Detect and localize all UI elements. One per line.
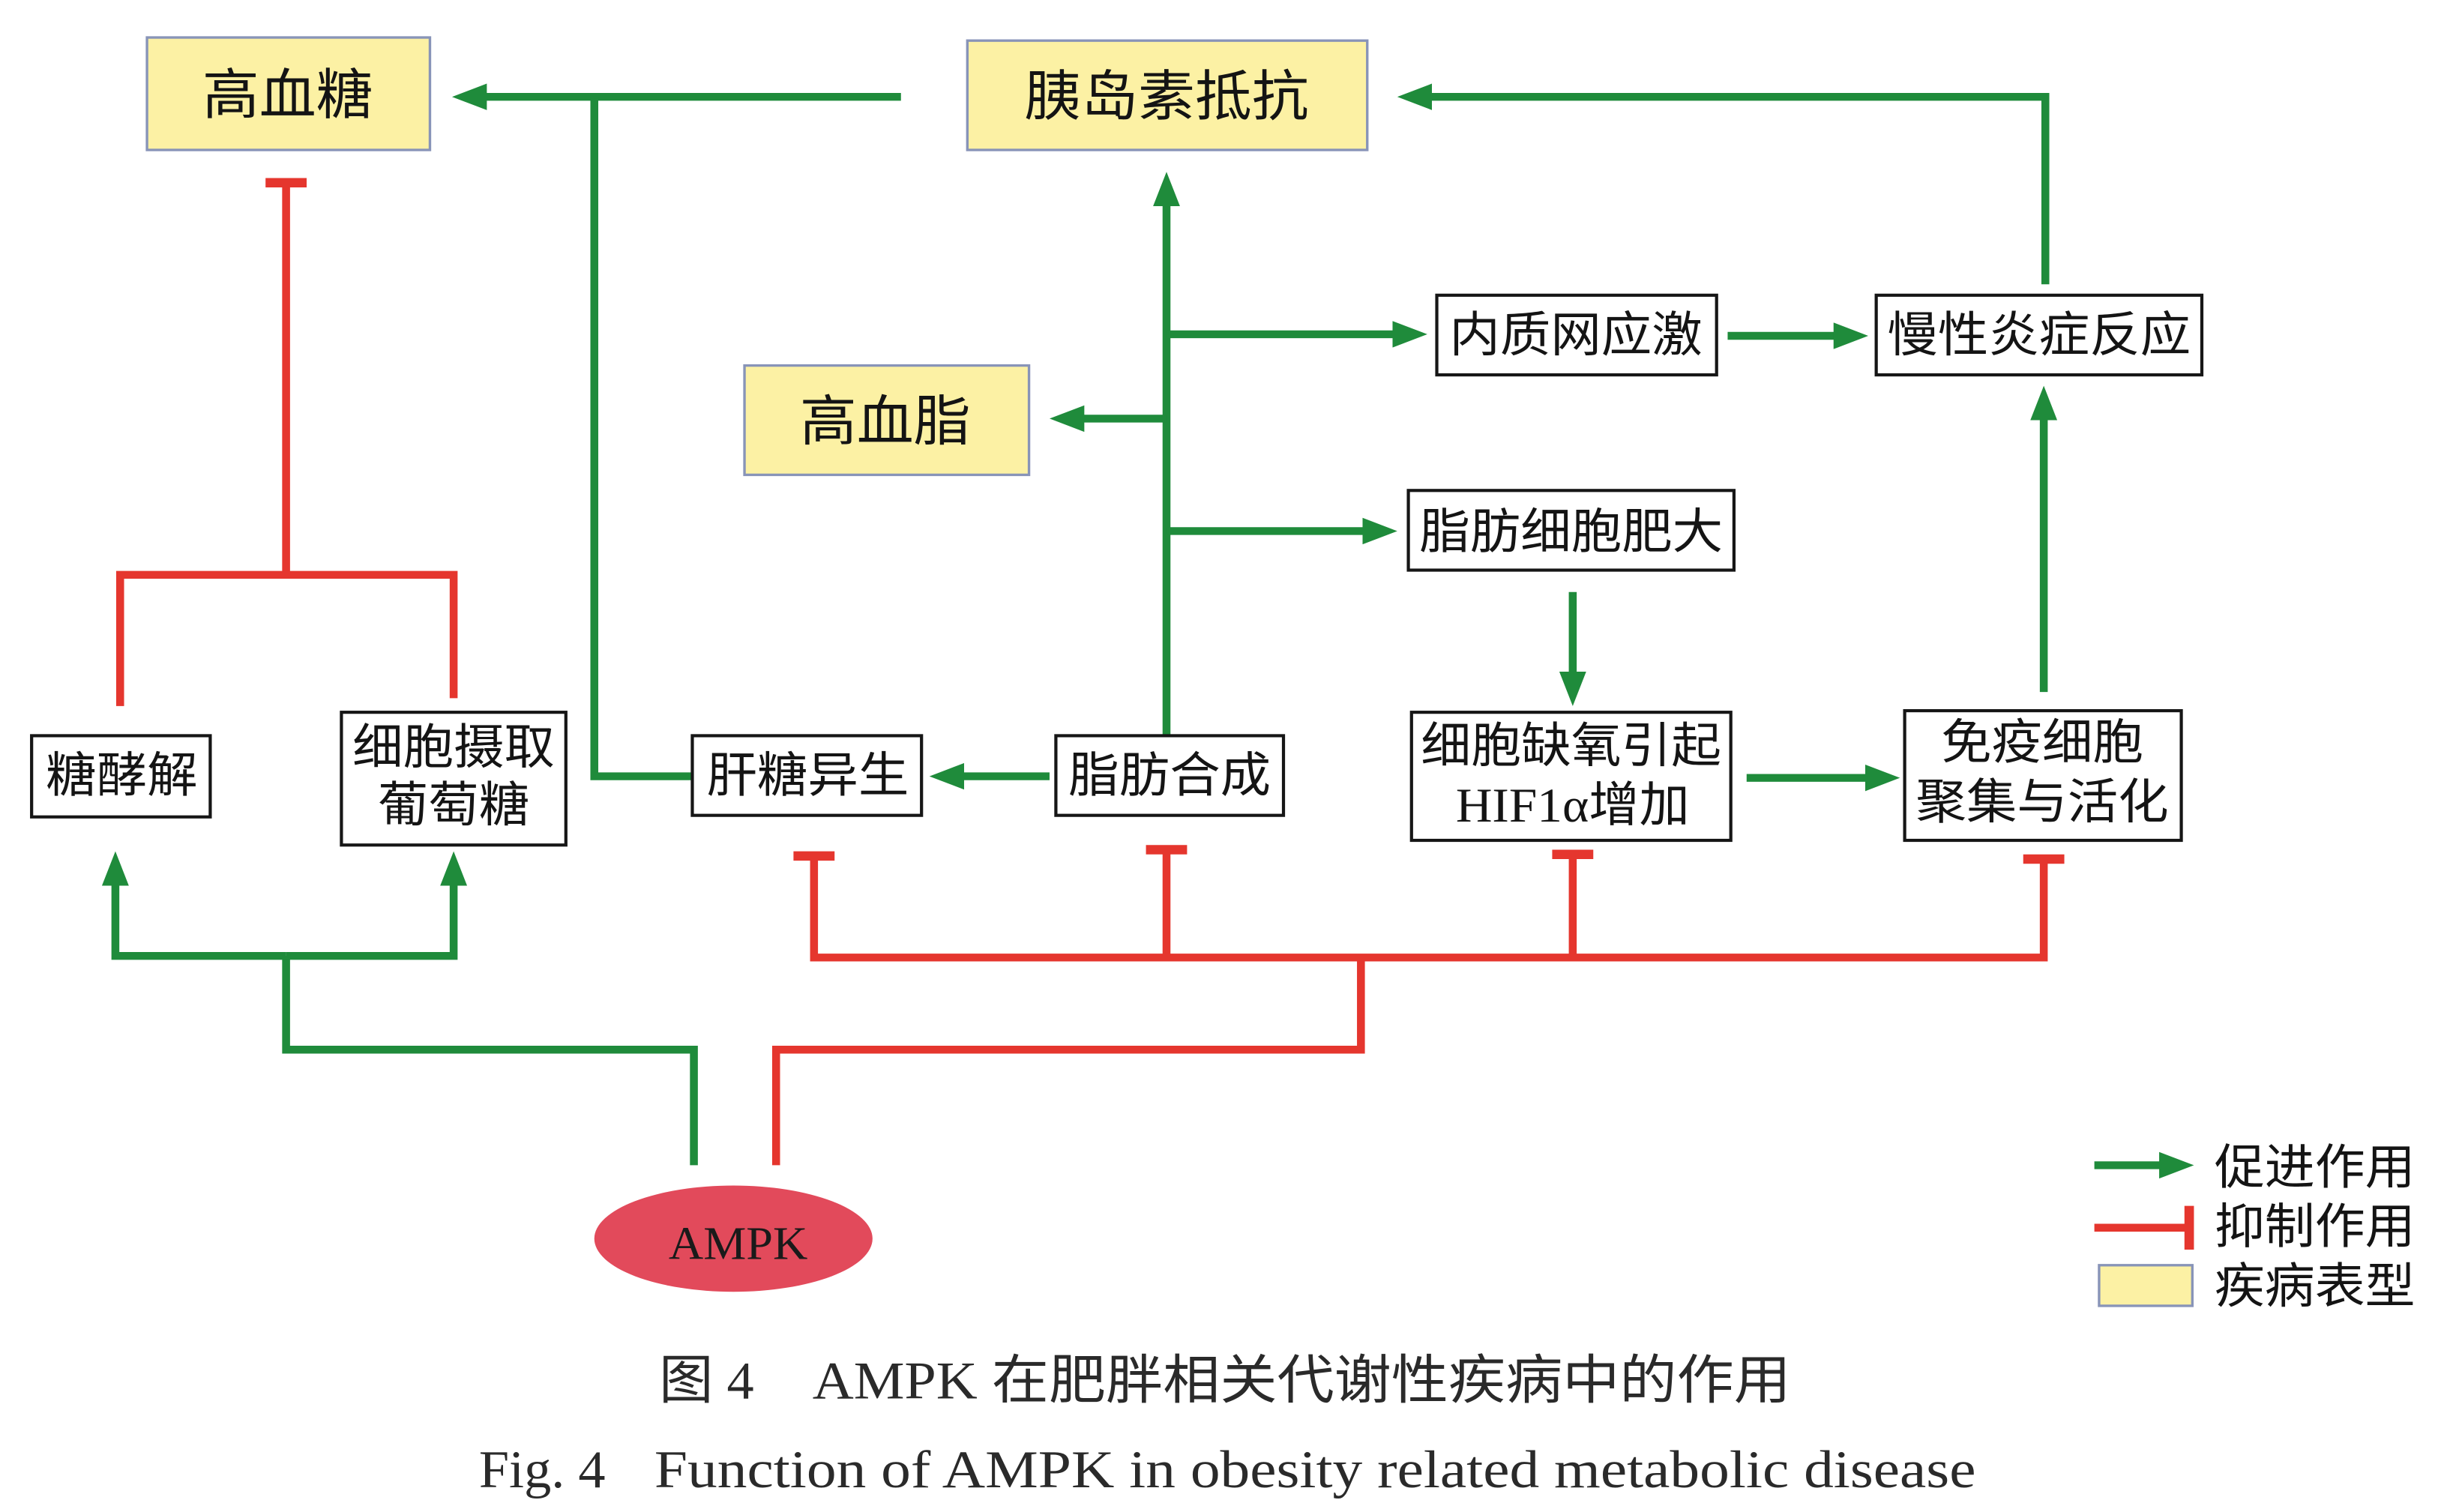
node-label-line-1: 细胞缺氧引起 (1421, 720, 1721, 774)
node-chronic-inflammation: 慢性炎症反应 (1874, 293, 2204, 377)
node-ampk: AMPK (594, 1185, 873, 1292)
node-label-line-2: HIF1α增加 (1456, 779, 1690, 833)
node-label: 慢性炎症反应 (1887, 309, 2191, 363)
connector-glucose-branches (115, 570, 458, 706)
node-label: 高血糖 (202, 65, 373, 126)
node-label: 脂肪合成 (1068, 750, 1271, 804)
caption-en-title: Function of AMPK in obesity related meta… (654, 1440, 1976, 1499)
node-immune-activation: 免疫细胞 聚集与活化 (1903, 708, 2183, 843)
figure-caption: 图 4 AMPK 在肥胖相关代谢性疾病中的作用 Fig. 4 Function … (479, 1352, 1976, 1499)
caption-en-label: Fig. 4 (479, 1440, 606, 1499)
node-label-line-2: 葡萄糖 (378, 779, 529, 833)
phenotype-box (966, 39, 1369, 151)
legend-promote-label: 促进作用 (2215, 1142, 2416, 1196)
node-glycolysis: 糖酵解 (30, 734, 212, 819)
process-box (340, 711, 568, 847)
arrow-chronic-inflammation-to-insulin-resistance (1397, 83, 2050, 285)
node-label-line-1: 细胞摄取 (352, 721, 555, 775)
node-gluconeogenesis: 肝糖异生 (690, 734, 924, 817)
node-label: 高血脂 (800, 391, 971, 452)
caption-cn-label: 图 4 (659, 1352, 754, 1411)
node-label-line-1: 免疫细胞 (1941, 717, 2143, 771)
connector-ampk-promote-trunk (282, 956, 698, 1166)
legend-phenotype-swatch (2098, 1264, 2194, 1307)
caption-cn-title: AMPK 在肥胖相关代谢性疾病中的作用 (813, 1352, 1791, 1411)
arrow-ampk-to-glucose-uptake (286, 851, 468, 960)
connector-gluconeogenesis-to-hyperglycemia (590, 97, 693, 780)
process-box (1409, 711, 1733, 843)
connector-ampk-inhibit-trunk (771, 957, 1365, 1166)
process-box (1054, 734, 1286, 817)
node-insulin-resistance: 胰岛素抵抗 (966, 39, 1369, 151)
process-box (690, 734, 924, 817)
process-box (30, 734, 212, 819)
ampk-label: AMPK (669, 1217, 808, 1270)
node-lipogenesis: 脂肪合成 (1054, 734, 1286, 817)
process-box (1435, 293, 1718, 377)
node-glucose-uptake: 细胞摄取 葡萄糖 (340, 711, 568, 847)
node-label: 内质网应激 (1449, 309, 1702, 363)
process-box (1903, 708, 2183, 843)
phenotype-box (145, 36, 432, 151)
inhibit-bus (810, 855, 2048, 962)
node-er-stress: 内质网应激 (1435, 293, 1718, 377)
ampk-ellipse (594, 1185, 873, 1292)
node-label: 肝糖异生 (706, 750, 909, 804)
arrow-ampk-to-glycolysis (101, 851, 286, 960)
legend: 促进作用 抑制作用 疾病表型 (2094, 1142, 2416, 1314)
legend-phenotype-label: 疾病表型 (2215, 1260, 2416, 1314)
node-label: 脂肪细胞肥大 (1419, 506, 1723, 560)
node-label-line-2: 聚集与活化 (1915, 776, 2168, 830)
process-box (1406, 489, 1736, 572)
legend-inhibit-label: 抑制作用 (2215, 1201, 2416, 1255)
node-hyperglycemia: 高血糖 (145, 36, 432, 151)
process-box (1874, 293, 2204, 377)
node-adipocyte-hypertrophy: 脂肪细胞肥大 (1406, 489, 1736, 572)
node-hypoxia-hif1a: 细胞缺氧引起 HIF1α增加 (1409, 711, 1733, 843)
node-label: 糖酵解 (46, 750, 197, 804)
phenotype-box (743, 364, 1031, 477)
node-hyperlipidemia: 高血脂 (743, 364, 1031, 477)
node-label: 胰岛素抵抗 (1024, 67, 1309, 127)
